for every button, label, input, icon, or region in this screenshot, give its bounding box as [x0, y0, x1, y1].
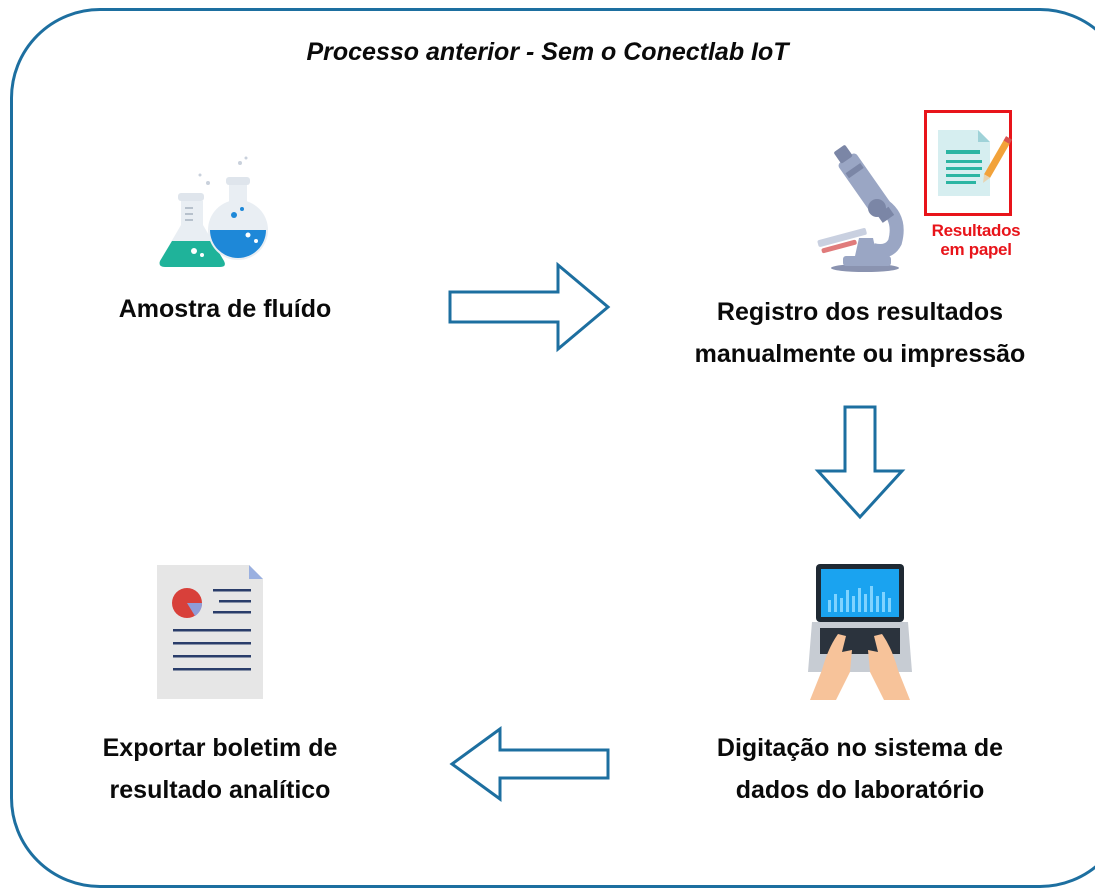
paper-document-icon — [924, 110, 1013, 216]
arrow-right-icon — [448, 261, 611, 353]
step-typing-label: Digitação no sistema de dados do laborat… — [716, 734, 1004, 804]
step-sample-label: Amostra de fluído — [118, 295, 332, 323]
step-export-label: Exportar boletim de resultado analítico — [102, 734, 338, 804]
paper-results-label: Resultados em papel — [931, 221, 1021, 259]
diagram-title: Processo anterior - Sem o Conectlab IoT — [306, 38, 789, 66]
step-register-label: Registro dos resultados manualmente ou i… — [694, 298, 1026, 368]
microscope-icon — [817, 145, 904, 272]
laptop-typing-icon — [808, 564, 912, 700]
arrow-left-icon — [449, 726, 610, 802]
report-document-icon — [157, 565, 263, 699]
flasks-icon — [159, 156, 268, 267]
arrow-down-icon — [814, 405, 906, 520]
